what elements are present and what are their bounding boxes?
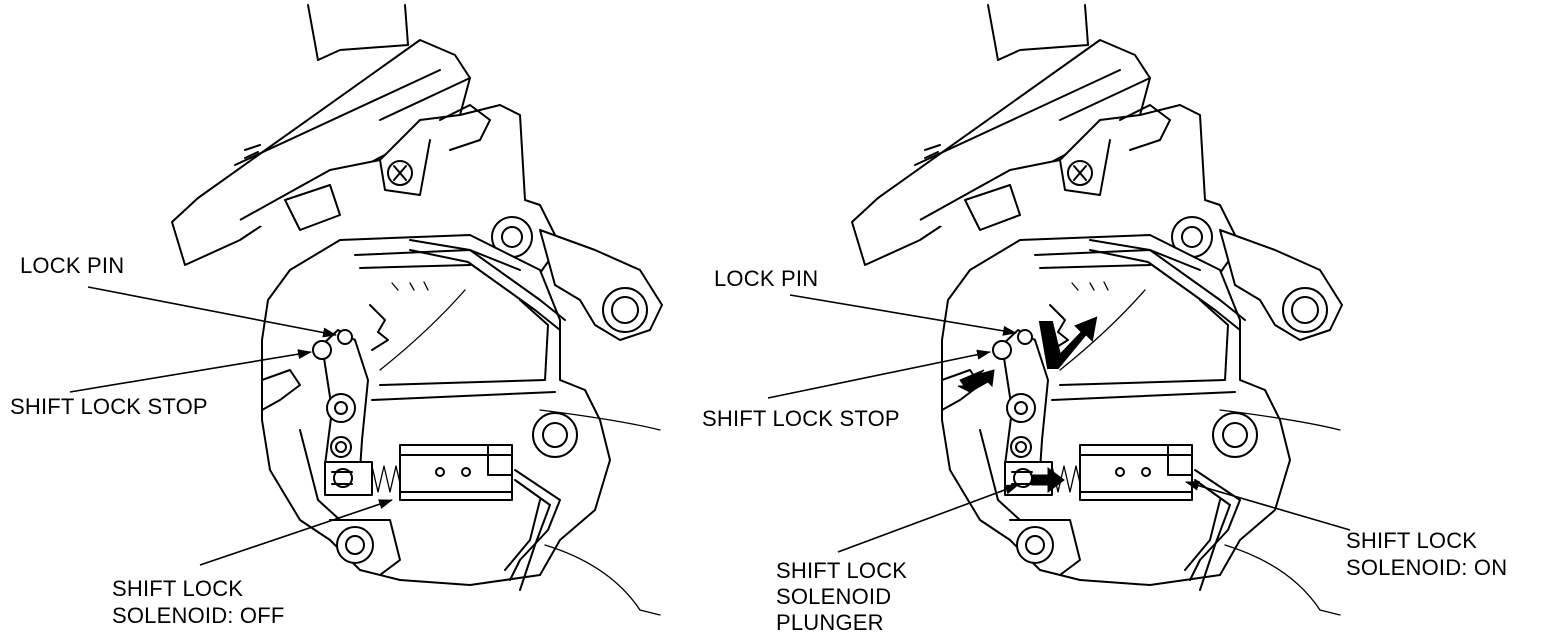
left-shift-lock-stop-leader — [69, 349, 312, 393]
plunger-retract-arrow — [1031, 467, 1065, 493]
left-shift-lock-stop-label: SHIFT LOCK STOP — [10, 394, 208, 419]
right-annotations — [767, 294, 1351, 553]
right-plunger-leader — [837, 484, 1019, 553]
left-solenoid-label-line2: SOLENOID: OFF — [112, 603, 285, 628]
right-solenoid-label-line1: SHIFT LOCK — [1346, 528, 1478, 553]
stop-release-arrow — [957, 369, 995, 393]
right-shift-lock-stop-label: SHIFT LOCK STOP — [702, 406, 900, 431]
left-solenoid-leader — [199, 499, 393, 566]
right-lock-pin-label: LOCK PIN — [714, 266, 819, 291]
left-mechanism — [69, 4, 663, 616]
right-solenoid-label-line2: SOLENOID: ON — [1346, 555, 1508, 580]
right-plunger-label-line3: PLUNGER — [776, 610, 884, 635]
right-plunger-label-line2: SOLENOID — [776, 584, 892, 609]
left-lock-pin-label: LOCK PIN — [20, 253, 125, 278]
right-lock-pin-leader — [789, 294, 1017, 336]
right-plunger-label-line1: SHIFT LOCK — [776, 558, 908, 583]
lever-rotation-arrow — [1038, 316, 1098, 369]
right-shift-lock-stop-leader — [767, 349, 991, 399]
left-lock-pin-leader — [87, 286, 337, 338]
right-mechanism — [851, 4, 1343, 616]
left-solenoid-label-line1: SHIFT LOCK — [112, 576, 244, 601]
right-solenoid-leader — [1185, 480, 1351, 531]
